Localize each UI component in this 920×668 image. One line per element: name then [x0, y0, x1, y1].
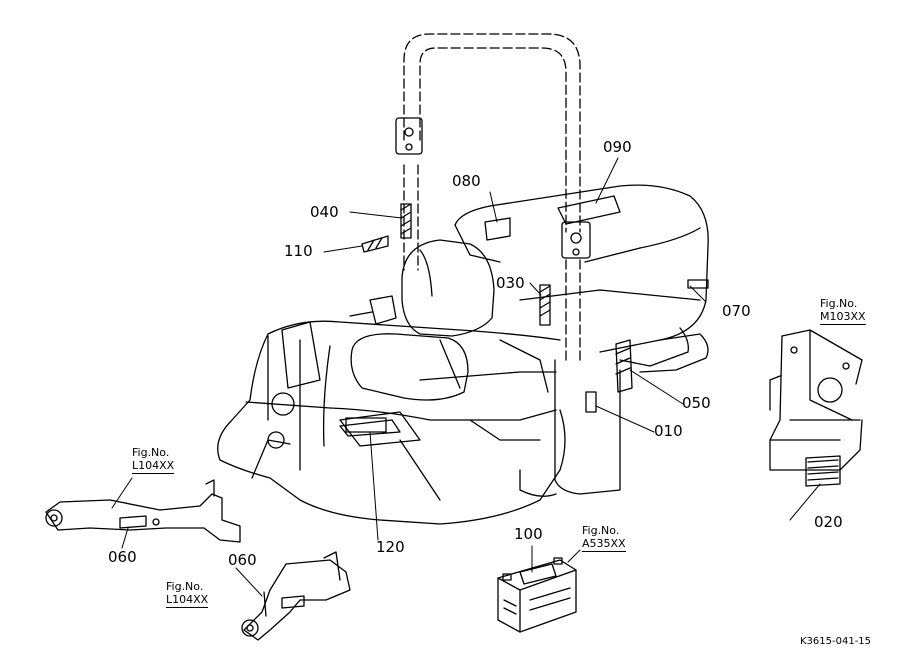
figref-a535-code: A535XX — [582, 537, 626, 553]
decal-090 — [557, 195, 621, 225]
figref-m103-label: Fig.No. — [820, 297, 858, 310]
decal-040 — [400, 203, 412, 239]
figref-l104-upper-label: Fig.No. — [132, 446, 170, 459]
callout-100: 100 — [514, 525, 543, 543]
callout-070: 070 — [722, 302, 751, 320]
leader-lines — [111, 157, 821, 597]
decal-030 — [539, 284, 551, 326]
callout-060-lower: 060 — [228, 551, 257, 569]
axle-bracket-left — [45, 479, 241, 543]
figref-l104-lower-label: Fig.No. — [166, 580, 204, 593]
callout-030: 030 — [496, 274, 525, 292]
floor-panel — [339, 411, 421, 447]
callout-060-left: 060 — [108, 548, 137, 566]
callout-050: 050 — [682, 394, 711, 412]
side-frame-assembly — [769, 329, 863, 487]
figref-l104-lower: Fig.No. L104XX — [166, 580, 209, 609]
callout-090: 090 — [603, 138, 632, 156]
figref-l104-lower-code: L104XX — [166, 593, 209, 609]
decal-110 — [361, 235, 389, 253]
battery — [497, 557, 577, 633]
tractor-body — [217, 295, 566, 525]
decal-120 — [345, 417, 387, 433]
fender-right-lower — [639, 333, 709, 373]
decal-080 — [484, 217, 511, 241]
rear-fender — [454, 184, 709, 495]
figref-l104-upper: Fig.No. L104XX — [132, 446, 175, 475]
figref-a535: Fig.No. A535XX — [582, 524, 626, 553]
rops-hinge-right — [561, 221, 591, 259]
callout-110: 110 — [284, 242, 313, 260]
figref-l104-upper-code: L104XX — [132, 459, 175, 475]
decal-010 — [585, 391, 597, 413]
callout-040: 040 — [310, 203, 339, 221]
decal-050 — [615, 339, 633, 393]
rops-frame — [403, 33, 581, 361]
callout-010: 010 — [654, 422, 683, 440]
rops-hinge-left — [395, 117, 423, 155]
callout-020: 020 — [814, 513, 843, 531]
callout-120: 120 — [376, 538, 405, 556]
figref-m103-code: M103XX — [820, 310, 866, 326]
axle-bracket-right — [241, 551, 351, 641]
decal-070 — [687, 279, 709, 289]
figref-a535-label: Fig.No. — [582, 524, 620, 537]
figref-m103: Fig.No. M103XX — [820, 297, 866, 326]
drawing-code: K3615-041-15 — [800, 636, 872, 647]
callout-080: 080 — [452, 172, 481, 190]
